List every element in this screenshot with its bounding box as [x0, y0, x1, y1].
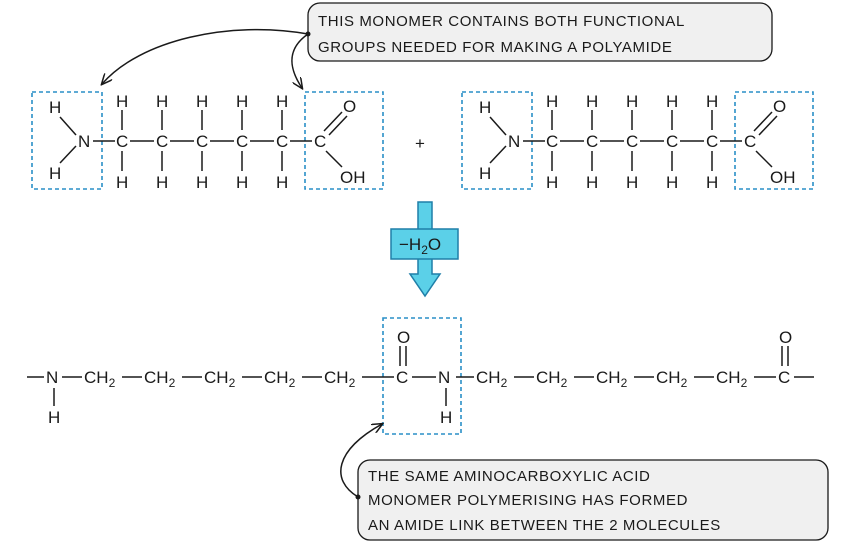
bottom-callout: THE SAME AMINOCARBOXYLIC ACID MONOMER PO…: [340, 424, 829, 541]
ch2-group: CH2: [716, 368, 748, 390]
atom-c: C: [546, 132, 558, 151]
atom-c: C: [778, 368, 790, 387]
atom-h: H: [626, 92, 638, 111]
polyamide-chain: N H CH2 CH2 CH2 CH2 CH2 C O N H CH2 CH2 …: [27, 317, 814, 435]
atom-c: C: [666, 132, 678, 151]
atom-c: C: [196, 132, 208, 151]
atom-h: H: [626, 173, 638, 192]
atom-o: O: [773, 97, 786, 116]
top-callout-line2: GROUPS NEEDED FOR MAKING A POLYAMIDE: [318, 39, 672, 56]
atom-h: H: [276, 92, 288, 111]
atom-h: H: [706, 92, 718, 111]
amine-group-box: [31, 91, 103, 190]
atom-oh: OH: [770, 168, 796, 187]
atom-n: N: [78, 132, 90, 151]
bottom-callout-line3: AN AMIDE LINK BETWEEN THE 2 MOLECULES: [368, 517, 721, 534]
amide-link-box: [382, 317, 462, 435]
atom-h: H: [49, 164, 61, 183]
ch2-group: CH2: [84, 368, 116, 390]
atom-c: C: [586, 132, 598, 151]
atom-h: H: [586, 92, 598, 111]
ch2-group: CH2: [144, 368, 176, 390]
plus-sign: +: [415, 134, 425, 153]
atom-h: H: [116, 173, 128, 192]
atom-c: C: [236, 132, 248, 151]
atom-oh: OH: [340, 168, 366, 187]
atom-h: H: [156, 92, 168, 111]
atom-h: H: [546, 173, 558, 192]
top-callout: THIS MONOMER CONTAINS BOTH FUNCTIONAL GR…: [102, 2, 773, 88]
atom-c: C: [626, 132, 638, 151]
atom-h: H: [666, 173, 678, 192]
condition-label-box: [390, 228, 459, 260]
atom-n: N: [508, 132, 520, 151]
monomer-2: H H N C C C C C C H H H H H H H H H H: [461, 91, 814, 192]
ch2-group: CH2: [656, 368, 688, 390]
atom-h: H: [666, 92, 678, 111]
atom-o: O: [397, 328, 410, 347]
ch2-group: CH2: [596, 368, 628, 390]
ch2-group: CH2: [476, 368, 508, 390]
condition-label: −H2O: [399, 235, 441, 257]
atom-c: C: [156, 132, 168, 151]
atom-o: O: [343, 97, 356, 116]
atom-h: H: [49, 98, 61, 117]
atom-h: H: [48, 408, 60, 427]
atom-h: H: [156, 173, 168, 192]
ch2-group: CH2: [536, 368, 568, 390]
atom-c: C: [396, 368, 408, 387]
pointer-arrow-carboxyl: [291, 33, 309, 88]
atom-c: C: [706, 132, 718, 151]
atom-h: H: [116, 92, 128, 111]
bottom-callout-line2: MONOMER POLYMERISING HAS FORMED: [368, 492, 688, 509]
ch2-group: CH2: [324, 368, 356, 390]
condensation-arrow: −H2O: [390, 201, 459, 298]
monomer-1: H H N C C C C C C H H H H H H H H H H: [31, 91, 384, 192]
top-callout-line1: THIS MONOMER CONTAINS BOTH FUNCTIONAL: [318, 13, 685, 30]
atom-c: C: [744, 132, 756, 151]
atom-h: H: [706, 173, 718, 192]
atom-h: H: [236, 173, 248, 192]
atom-h: H: [586, 173, 598, 192]
atom-h: H: [440, 408, 452, 427]
amine-group-box: [461, 91, 533, 190]
ch2-group: CH2: [204, 368, 236, 390]
atom-c: C: [276, 132, 288, 151]
atom-c: C: [314, 132, 326, 151]
atom-h: H: [276, 173, 288, 192]
atom-h: H: [236, 92, 248, 111]
atom-o: O: [779, 328, 792, 347]
atom-h: H: [546, 92, 558, 111]
atom-h: H: [196, 173, 208, 192]
atom-c: C: [116, 132, 128, 151]
atom-n: N: [438, 368, 450, 387]
atom-h: H: [479, 98, 491, 117]
atom-h: H: [196, 92, 208, 111]
bottom-callout-line1: THE SAME AMINOCARBOXYLIC ACID: [368, 468, 650, 485]
atom-n: N: [46, 368, 58, 387]
pointer-arrow-amine: [102, 28, 309, 84]
ch2-group: CH2: [264, 368, 296, 390]
pointer-arrow-amide: [340, 424, 382, 498]
atom-h: H: [479, 164, 491, 183]
